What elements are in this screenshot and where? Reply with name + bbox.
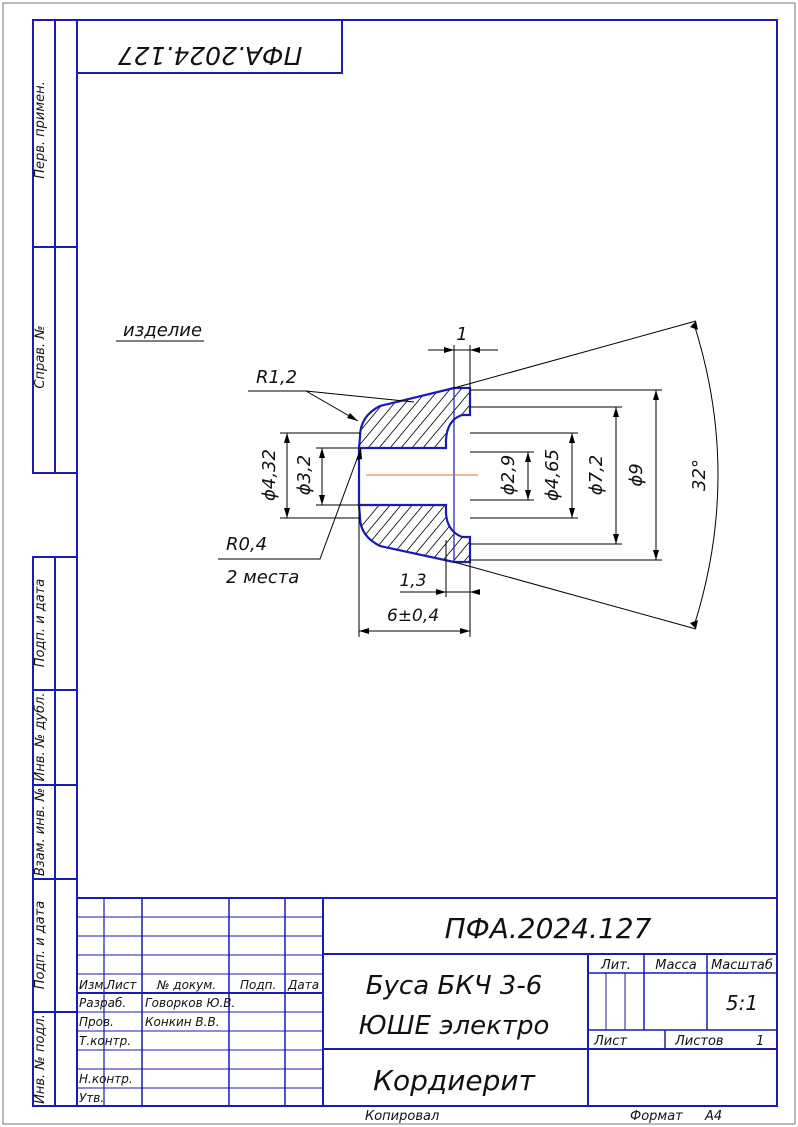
tb-name-line2: ЮШЕ электро [359, 1011, 550, 1041]
angle-arrow-bottom [690, 620, 698, 629]
hdr-doc: № докум. [156, 978, 216, 992]
hdr-lit: Лит. [600, 958, 631, 973]
label-perv-primen: Перв. примен. [33, 81, 48, 179]
title-block: Изм. Лист № докум. Подп. Дата Разраб. Пр… [77, 897, 777, 1106]
footer: Копировал Формат А4 [365, 1109, 722, 1124]
dim-d432: ϕ4,32 [259, 449, 280, 501]
drawing-frame [76, 19, 778, 1107]
dim-13: 1,3 [399, 571, 426, 591]
dim-d465: ϕ4,65 [542, 449, 563, 501]
side-strip-lower: Подп. и дата Инв. № дубл. Взам. инв. № П… [32, 556, 78, 1107]
footer-format-value: А4 [704, 1109, 722, 1124]
hdr-izm: Изм. [79, 978, 107, 992]
hdr-data: Дата [287, 978, 319, 992]
top-stamp: ПФА.2024.127 [77, 20, 343, 74]
hdr-list: Лист [105, 978, 137, 992]
angle-ext-top [453, 320, 697, 389]
role-razrab: Разраб. [79, 996, 126, 1010]
angle-ext-bottom [453, 561, 697, 630]
footer-format-label: Формат [630, 1109, 683, 1124]
part-section-bottom [357, 503, 472, 564]
label-podp-data-1: Подп. и дата [33, 579, 48, 668]
part-view: изделие [116, 320, 719, 637]
name-prov: Конкин В.В. [145, 1015, 220, 1029]
leader-r04 [218, 447, 362, 560]
dim-places: 2 места [226, 567, 299, 588]
label-podp-data-2: Подп. и дата [33, 901, 48, 990]
tb-scale: 5:1 [726, 991, 758, 1015]
tb-sheets-count: 1 [756, 1034, 764, 1049]
footer-copied: Копировал [365, 1109, 439, 1124]
name-razrab: Говорков Ю.В. [145, 996, 235, 1010]
tb-name-line1: Буса БКЧ 3-6 [366, 971, 543, 1001]
dim-d29: ϕ2,9 [498, 455, 519, 496]
tb-sheets-label: Листов [674, 1034, 724, 1049]
hdr-podp: Подп. [240, 978, 276, 992]
dim-d72: ϕ7,2 [586, 455, 607, 496]
dim-r04: R0,4 [226, 534, 267, 555]
dim-6: 6±0,4 [387, 606, 439, 626]
label-inv-dubl: Инв. № дубл. [33, 693, 48, 782]
tb-material: Кордиерит [373, 1064, 536, 1097]
angle-arc [693, 323, 719, 627]
tb-sheet-label: Лист [593, 1034, 627, 1049]
dim-r12: R1,2 [256, 367, 297, 388]
leader-r12 [248, 390, 359, 422]
dim-1: 1 [456, 324, 467, 345]
role-tkontr: Т.контр. [79, 1034, 131, 1048]
note-izdelie: изделие [123, 320, 202, 341]
side-strip-upper: Перв. примен. Справ. № [32, 19, 78, 474]
top-stamp-text: ПФА.2024.127 [118, 41, 303, 70]
part-section-top [357, 386, 472, 450]
hdr-massa: Масса [655, 958, 696, 973]
role-utv: Утв. [79, 1091, 104, 1105]
role-prov: Пров. [79, 1015, 114, 1029]
label-sprav-no: Справ. № [33, 325, 48, 388]
label-inv-podl: Инв. № подл. [33, 1014, 48, 1104]
dim-d9: ϕ9 [626, 463, 647, 486]
tb-designation: ПФА.2024.127 [445, 912, 652, 945]
angle-arrow-top [690, 321, 698, 330]
hdr-masshtab: Масштаб [711, 958, 773, 973]
label-vzam-inv: Взам. инв. № [33, 788, 48, 876]
role-nkontr: Н.контр. [79, 1072, 133, 1086]
dim-angle: 32° [689, 459, 710, 491]
dim-d32: ϕ3,2 [294, 455, 315, 496]
